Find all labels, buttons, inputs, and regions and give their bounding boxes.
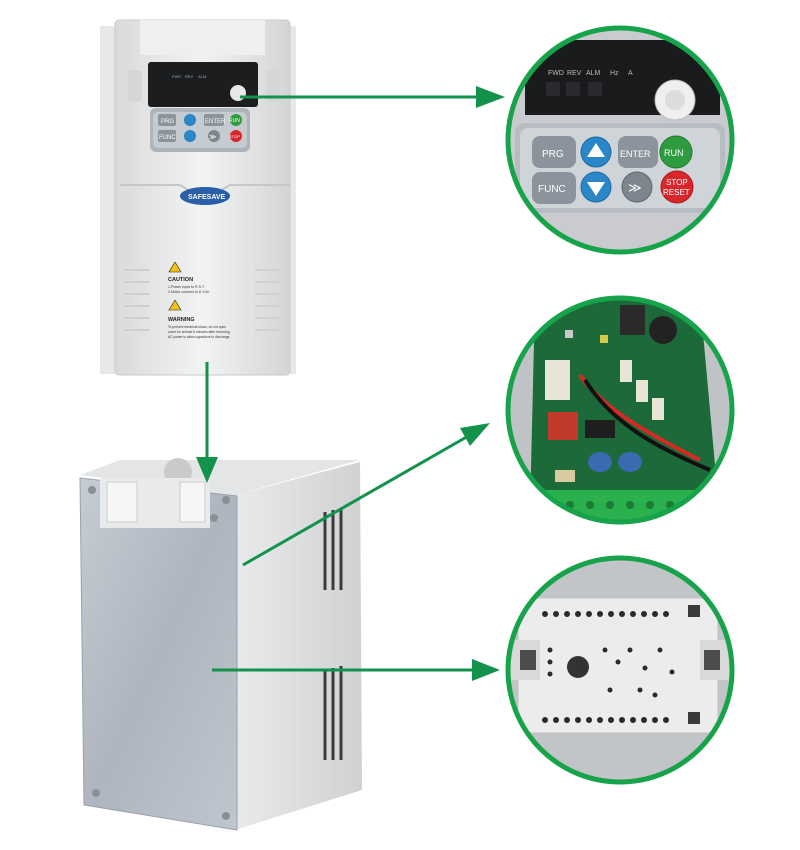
svg-text:ENTER: ENTER: [620, 149, 651, 159]
detail-pcb: [505, 295, 735, 525]
inverter-rear: [79, 458, 362, 831]
svg-text:cover for at least 5 minutes a: cover for at least 5 minutes after remov…: [168, 330, 230, 334]
svg-text:To prevent electrical shock, d: To prevent electrical shock, do not open: [168, 325, 226, 329]
svg-text:PRG: PRG: [542, 149, 564, 160]
detail-key-down: [580, 171, 612, 203]
svg-text:2.Motor connect to U.V.W.: 2.Motor connect to U.V.W.: [168, 290, 210, 294]
detail-key-prg: PRG: [532, 136, 576, 168]
detail-key-stop: STOP RESET: [660, 170, 694, 204]
svg-text:STOP: STOP: [666, 178, 688, 187]
arrow-pcb: [242, 423, 490, 567]
svg-text:FWD: FWD: [172, 74, 181, 79]
arrow-keypad: [240, 86, 505, 108]
svg-text:FUNC: FUNC: [159, 135, 176, 141]
svg-text:A: A: [628, 70, 633, 77]
detail-keypad: FWD REV ALM Hz A PRG ENTER RUN: [505, 25, 735, 255]
detail-key-enter: ENTER: [618, 136, 658, 168]
svg-text:≫: ≫: [209, 134, 216, 141]
svg-text:≫: ≫: [628, 180, 642, 195]
detail-key-up: [580, 136, 612, 168]
front-display: FWD REV ALM: [148, 62, 258, 107]
svg-text:CAUTION: CAUTION: [168, 277, 193, 283]
warning-label: CAUTION 1.Power input to R.S.T. 2.Motor …: [168, 261, 230, 339]
detail-key-func: FUNC: [532, 172, 576, 204]
svg-text:REV: REV: [185, 74, 194, 79]
svg-text:FUNC: FUNC: [538, 184, 566, 195]
svg-text:RESET: RESET: [663, 188, 690, 197]
svg-text:ALM: ALM: [586, 70, 601, 77]
svg-text:PRG: PRG: [161, 119, 174, 125]
arrow-down: [196, 362, 218, 483]
svg-text:1.Power input to R.S.T.: 1.Power input to R.S.T.: [168, 285, 205, 289]
detail-key-shift: ≫: [621, 171, 653, 203]
arrow-igbt: [212, 659, 500, 681]
svg-text:WARNING: WARNING: [168, 317, 195, 323]
detail-key-run: RUN: [659, 135, 693, 169]
svg-text:AC power to allow capacitors t: AC power to allow capacitors to discharg…: [168, 335, 230, 339]
detail-igbt-module: [505, 555, 735, 785]
svg-text:REV: REV: [567, 70, 582, 77]
svg-text:STOP: STOP: [229, 134, 240, 139]
brand-logo: SAFESAVE: [180, 187, 230, 205]
inverter-front: FWD REV ALM PRG ENTER RUN FUNC ≫ STOP: [100, 19, 296, 376]
svg-text:Hz: Hz: [610, 70, 619, 77]
svg-text:RUN: RUN: [664, 148, 684, 158]
svg-text:ALM: ALM: [198, 74, 206, 79]
svg-text:ENTER: ENTER: [205, 119, 226, 125]
svg-text:SAFESAVE: SAFESAVE: [188, 194, 226, 201]
front-keypad: PRG ENTER RUN FUNC ≫ STOP: [150, 108, 250, 152]
svg-text:FWD: FWD: [548, 70, 564, 77]
svg-text:RUN: RUN: [229, 118, 240, 124]
